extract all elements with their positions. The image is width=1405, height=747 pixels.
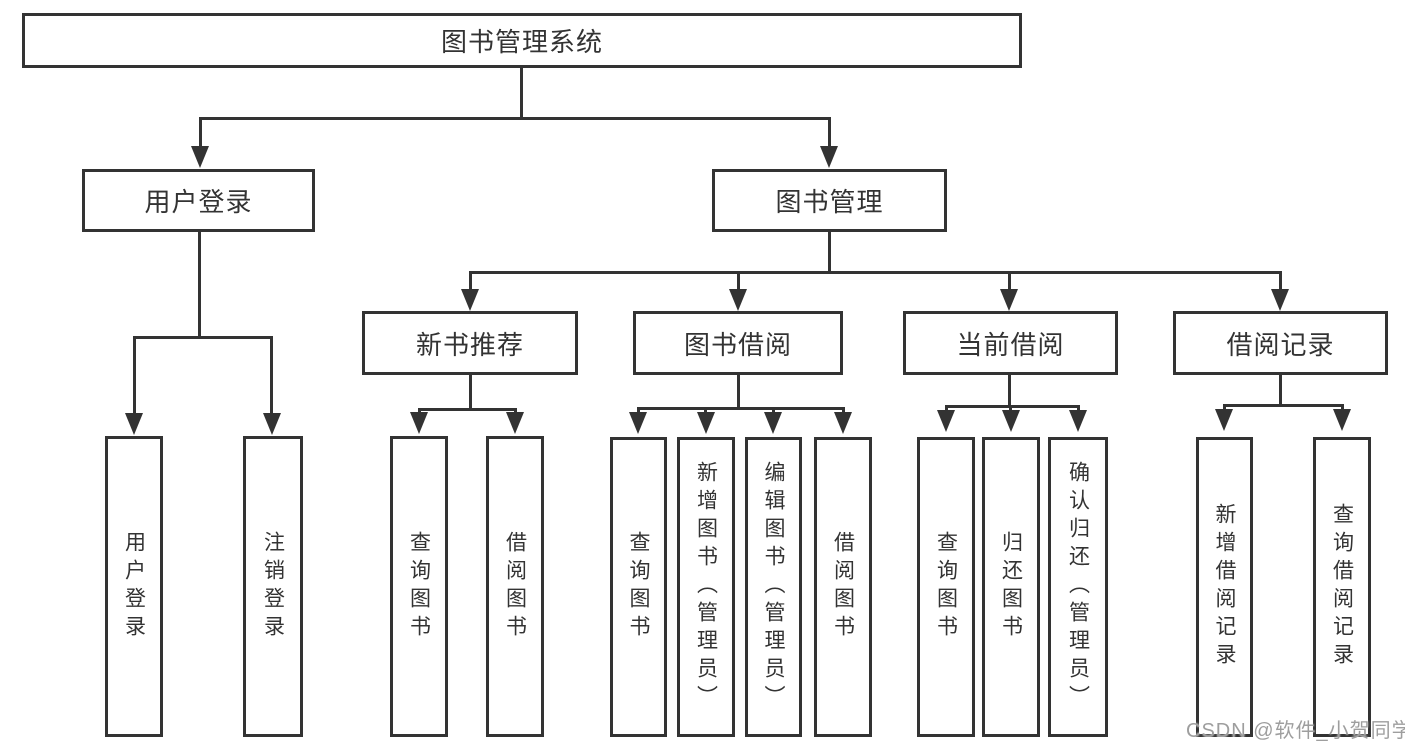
node-book-management: 图书管理 [712,169,947,232]
node-user-login: 用户登录 [82,169,315,232]
arrow-down-icon [937,410,955,432]
arrow-down-icon [820,146,838,168]
node-label: 图书管理系统 [440,27,603,57]
leaf-user-login: 用户登录 [105,436,163,737]
arrow-down-icon [729,289,747,311]
node-label: 图书管理 [775,187,884,217]
connector-book-management-stub [828,232,831,271]
node-label: 归还图书 [999,531,1023,643]
node-borrow-records: 借阅记录 [1173,311,1388,375]
connector-drop [842,407,845,415]
arrow-down-icon [461,289,479,311]
connector-level2-rail [199,117,831,120]
node-root: 图书管理系统 [22,13,1022,68]
node-label: 借阅图书 [831,531,855,643]
leaf-query-books-current: 查询图书 [917,437,975,737]
connector-level3-rail [469,271,1282,274]
connector-new-book-rail [418,408,517,411]
node-label: 借阅记录 [1226,329,1335,360]
leaf-add-borrow-record: 新增借阅记录 [1196,437,1253,737]
node-label: 查询图书 [934,531,958,643]
connector-drop-book-management [828,117,831,147]
node-current-borrow: 当前借阅 [903,311,1118,375]
connector-drop-user-login [199,117,202,147]
leaf-add-book-admin: 新增图书（管理员） [677,437,735,737]
leaf-query-borrow-record: 查询借阅记录 [1313,437,1371,737]
arrow-down-icon [697,412,715,434]
arrow-down-icon [1000,289,1018,311]
node-label: 查询图书 [627,531,650,643]
node-new-book-recommend: 新书推荐 [362,311,578,375]
connector-current-borrow-stub [1008,375,1011,405]
csdn-watermark: CSDN @软件_小贺同学 [1186,720,1405,742]
connector-drop [772,407,775,415]
node-label: 图书借阅 [683,329,792,360]
leaf-logout: 注销登录 [243,436,303,737]
node-label: 编辑图书（管理员） [762,461,785,713]
connector-drop-current-borrow [1008,271,1011,289]
connector-drop-borrow-records [1279,271,1282,289]
connector-new-book-stub [469,375,472,408]
arrow-down-icon [125,413,143,435]
connector-user-login-rail [133,336,273,339]
node-label: 查询借阅记录 [1330,503,1354,671]
connector-current-borrow-rail [945,405,1080,408]
arrow-down-icon [263,413,281,435]
connector-book-borrow-stub [737,375,740,407]
arrow-down-icon [1069,410,1087,432]
connector-drop-leaf-user-login [133,336,136,415]
node-label: 新增图书（管理员） [694,461,718,713]
node-label: 注销登录 [261,530,285,643]
connector-drop-book-borrow [737,271,740,289]
node-label: 查询图书 [407,530,431,643]
leaf-return-book: 归还图书 [982,437,1040,737]
node-label: 用户登录 [144,187,253,217]
connector-drop-new-book [469,271,472,289]
node-label: 新增借阅记录 [1213,503,1236,671]
connector-user-login-stub [198,232,201,336]
leaf-borrow-books-recommend: 借阅图书 [486,436,544,737]
connector-drop [1077,405,1080,413]
connector-drop [637,407,640,415]
arrow-down-icon [506,412,524,434]
arrow-down-icon [410,412,428,434]
connector-borrow-records-rail [1223,404,1344,407]
connector-drop [1341,404,1344,412]
connector-drop [1223,404,1226,412]
arrow-down-icon [191,146,209,168]
connector-drop [704,407,707,415]
arrow-down-icon [1215,409,1233,431]
node-label: 借阅图书 [503,530,527,643]
node-book-borrow: 图书借阅 [633,311,843,375]
arrow-down-icon [1271,289,1289,311]
leaf-query-books-borrow: 查询图书 [610,437,667,737]
arrow-down-icon [764,412,782,434]
arrow-down-icon [1002,410,1020,432]
arrow-down-icon [834,412,852,434]
connector-borrow-records-stub [1279,375,1282,404]
leaf-confirm-return-admin: 确认归还（管理员） [1048,437,1108,737]
leaf-query-books-recommend: 查询图书 [390,436,448,737]
connector-book-borrow-rail [637,407,845,410]
node-label: 用户登录 [122,530,146,643]
connector-drop [1009,405,1012,413]
arrow-down-icon [1333,409,1351,431]
node-label: 当前借阅 [956,329,1065,360]
connector-root-stub [520,68,523,117]
leaf-borrow-books: 借阅图书 [814,437,872,737]
connector-drop [945,405,948,413]
node-label: 确认归还（管理员） [1066,461,1090,713]
node-label: 新书推荐 [415,329,524,360]
arrow-down-icon [629,412,647,434]
connector-drop-leaf-logout [270,336,273,415]
leaf-edit-book-admin: 编辑图书（管理员） [745,437,802,737]
